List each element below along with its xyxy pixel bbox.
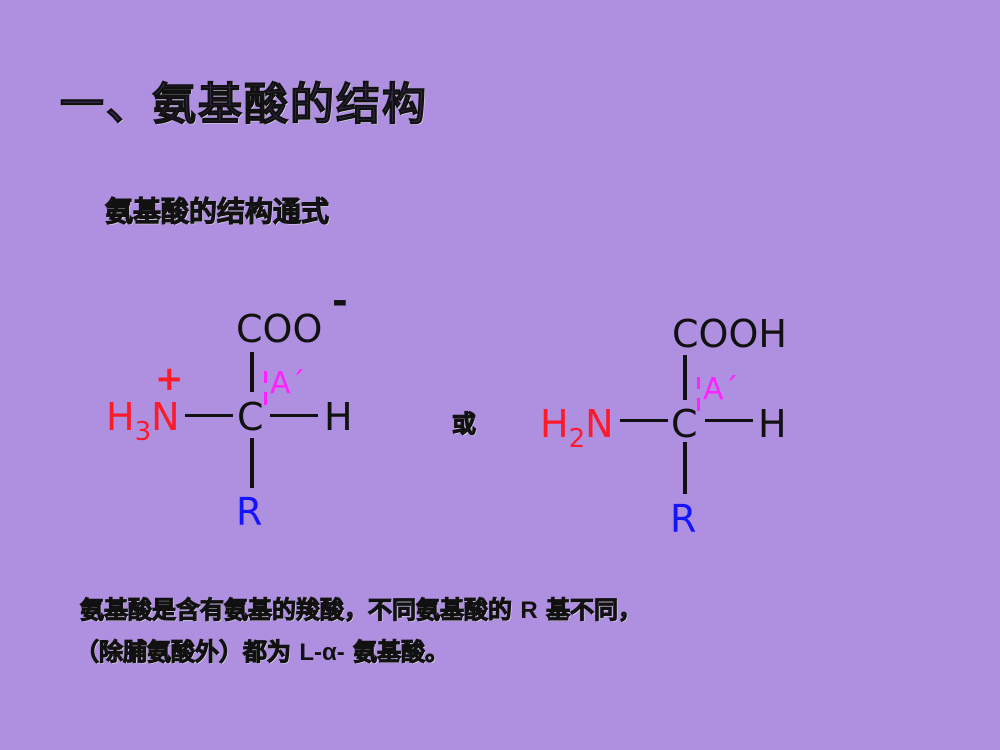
bond-c-cooh: [250, 352, 254, 392]
alpha-carbon: C: [671, 402, 698, 446]
alpha-carbon: C: [237, 395, 264, 439]
note-line-1: 氨基酸是含有氨基的羧酸，不同氨基酸的 R 基不同，: [80, 590, 643, 625]
note-l-alpha: L-α-: [299, 639, 345, 666]
carboxylate-group: COO: [236, 307, 323, 351]
bond-c-r: [250, 438, 254, 488]
alpha-tick-mark: [697, 377, 700, 389]
ammonium-subscript: 3: [134, 417, 152, 447]
alpha-tick-mark: [264, 371, 267, 383]
alpha-marker: A´: [270, 366, 306, 401]
amino-subscript: 2: [568, 424, 586, 454]
or-connector: 或: [452, 410, 477, 439]
positive-charge: +: [155, 359, 184, 399]
bond-n-c: [185, 414, 233, 417]
r-group: R: [670, 497, 697, 541]
amino-n: N: [585, 402, 614, 446]
bond-c-h: [705, 419, 753, 422]
ammonium-group: H3N: [106, 395, 180, 445]
bond-c-cooh: [683, 355, 687, 400]
hydrogen-atom: H: [758, 402, 787, 446]
alpha-tick-mark: [697, 398, 700, 411]
note-text: 基不同，: [546, 596, 643, 625]
note-text: （除脯氨酸外）都为: [75, 638, 292, 667]
note-r-symbol: R: [520, 597, 538, 624]
negative-charge: -: [332, 279, 348, 323]
hydrogen-atom: H: [324, 395, 353, 439]
bond-c-r: [683, 442, 687, 494]
slide-subtitle: 氨基酸的结构通式: [104, 195, 330, 229]
note-text: 氨基酸。: [353, 638, 450, 667]
alpha-tick-mark: [264, 392, 267, 405]
r-group: R: [236, 490, 263, 534]
ammonium-n: N: [151, 395, 180, 439]
note-line-2: （除脯氨酸外）都为 L-α- 氨基酸。: [75, 632, 450, 667]
alpha-marker: A´: [703, 372, 739, 407]
carboxyl-group: COOH: [672, 312, 787, 356]
note-text: 氨基酸是含有氨基的羧酸，不同氨基酸的: [80, 596, 513, 625]
amino-group: H2N: [540, 402, 614, 452]
slide-title: 一、氨基酸的结构: [60, 79, 428, 131]
ammonium-h: H: [106, 395, 135, 439]
bond-n-c: [620, 419, 668, 422]
amino-h: H: [540, 402, 569, 446]
bond-c-h: [270, 414, 318, 417]
